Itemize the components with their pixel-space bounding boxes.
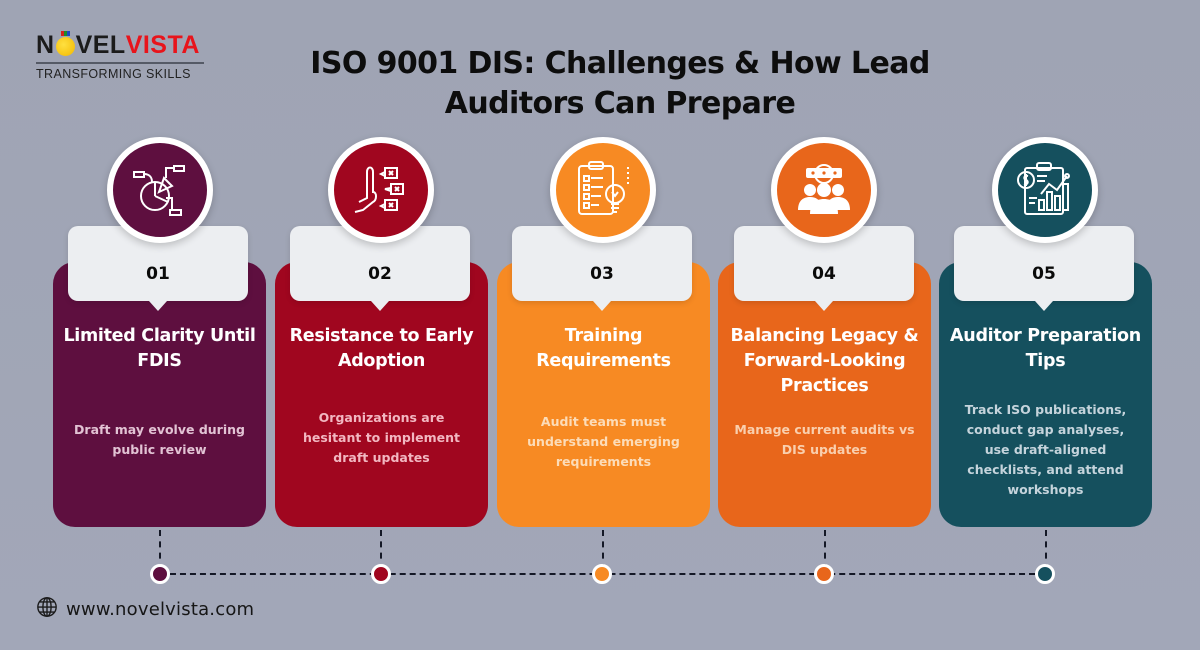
challenge-card-2: Resistance to Early Adoption Organizatio… (275, 262, 488, 527)
team-rating-icon (771, 137, 877, 243)
footer: www.novelvista.com (36, 596, 254, 622)
challenge-card-5: Auditor Preparation Tips Track ISO publi… (939, 262, 1152, 527)
timeline-dot-2 (371, 564, 391, 584)
logo-tagline: TRANSFORMING SKILLS (36, 67, 191, 81)
timeline-connector-5 (1045, 530, 1047, 570)
step-number: 01 (146, 264, 170, 284)
step-number: 02 (368, 264, 392, 284)
step-label-1: 01 (68, 226, 248, 311)
step-number: 04 (812, 264, 836, 284)
timeline-dot-3 (592, 564, 612, 584)
globe-icon (36, 596, 58, 622)
card-description: Organizations are hesitant to implement … (302, 410, 461, 465)
logo-wordmark: N VEL VISTA (36, 31, 200, 59)
timeline-dot-4 (814, 564, 834, 584)
checklist-lightbulb-icon (550, 137, 656, 243)
card-description: Audit teams must understand emerging req… (527, 414, 680, 469)
logo-bulb-icon (55, 31, 75, 56)
timeline-connector-2 (380, 530, 382, 570)
brand-logo: N VEL VISTA TRANSFORMING SKILLS (36, 31, 208, 81)
card-description: Track ISO publications, conduct gap anal… (964, 402, 1127, 497)
card-description: Manage current audits vs DIS updates (734, 422, 915, 457)
card-description: Draft may evolve during public review (74, 422, 245, 457)
card-title: Balancing Legacy & Forward-Looking Pract… (730, 326, 919, 396)
timeline-connector-4 (824, 530, 826, 570)
hand-stop-rejection-icon (328, 137, 434, 243)
pie-chart-analysis-icon (107, 137, 213, 243)
timeline-dot-5 (1035, 564, 1055, 584)
card-title: Limited Clarity Until FDIS (63, 326, 256, 371)
page-title: ISO 9001 DIS: Challenges & How Lead Audi… (310, 46, 930, 121)
website-link[interactable]: www.novelvista.com (66, 598, 255, 620)
card-title: Resistance to Early Adoption (289, 326, 474, 371)
timeline-connector-3 (602, 530, 604, 570)
timeline-dot-1 (150, 564, 170, 584)
financial-report-clipboard-icon (992, 137, 1098, 243)
card-title: Auditor Preparation Tips (950, 326, 1141, 371)
logo-divider (36, 62, 204, 64)
timeline-connector-1 (159, 530, 161, 570)
step-number: 05 (1032, 264, 1056, 284)
card-title: Training Requirements (536, 326, 671, 371)
step-number: 03 (590, 264, 614, 284)
